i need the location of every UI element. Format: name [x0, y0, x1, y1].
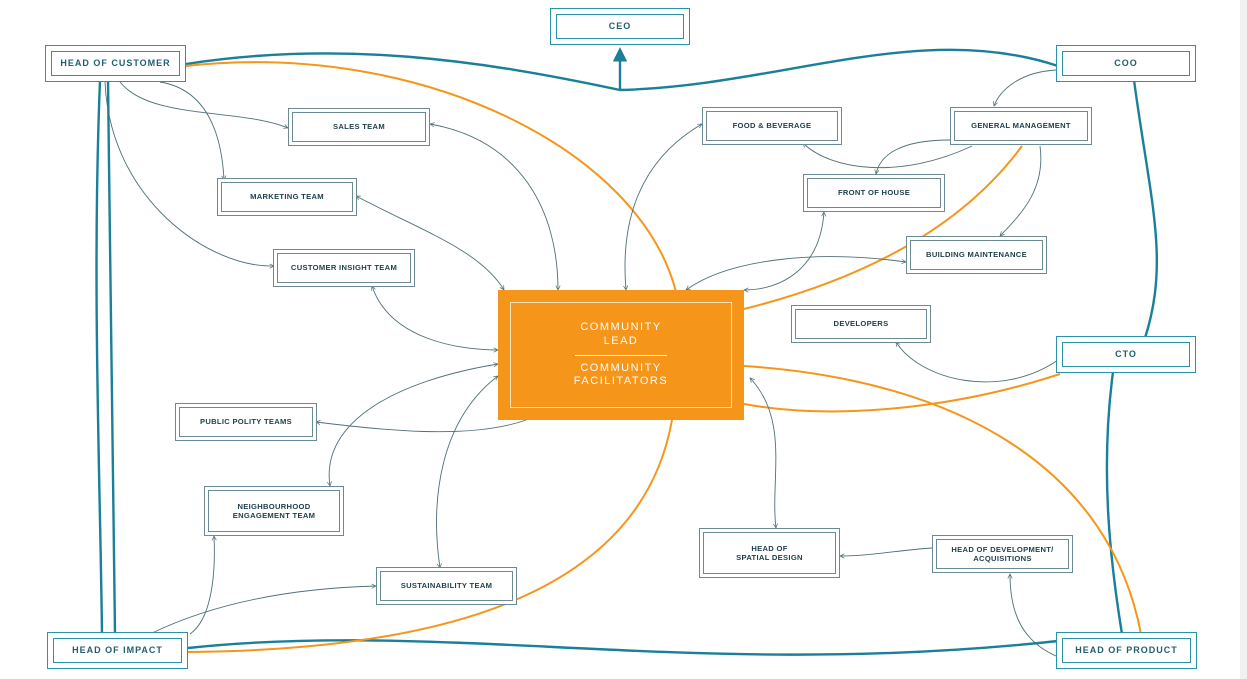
building-maintenance-label: BUILDING MAINTENANCE	[926, 250, 1027, 260]
loop-top-right	[619, 48, 1059, 92]
coo-node[interactable]: COO	[1056, 45, 1196, 82]
orange-cto-center	[743, 373, 1061, 413]
neighbourhood-engagement-team-node[interactable]: NEIGHBOURHOOD ENGAGEMENT TEAM	[204, 486, 344, 536]
arrow-gm-building	[1000, 145, 1042, 236]
center-divider	[575, 354, 667, 356]
developers-node[interactable]: DEVELOPERS	[791, 305, 931, 343]
ceo-node[interactable]: CEO	[550, 8, 690, 45]
front-of-house-node[interactable]: FRONT OF HOUSE	[803, 174, 945, 212]
arrow-center-neighbourhood	[329, 364, 498, 486]
arrow-center-polity	[316, 419, 527, 433]
loop-left-outer	[95, 79, 104, 635]
public-polity-teams-label: PUBLIC POLITY TEAMS	[199, 417, 293, 427]
sustainability-team-label: SUSTAINABILITY TEAM	[400, 581, 493, 591]
head-of-development-acquisitions-node[interactable]: HEAD OF DEVELOPMENT/ ACQUISITIONS	[932, 535, 1073, 573]
arrow-customer-marketing	[159, 81, 224, 180]
cto-node[interactable]: CTO	[1056, 336, 1196, 373]
arrow-center-spatial	[750, 378, 776, 528]
head-of-spatial-design-label: HEAD OF SPATIAL DESIGN	[736, 543, 803, 562]
food-beverage-label: FOOD & BEVERAGE	[732, 121, 812, 131]
ceo-label: CEO	[608, 20, 632, 31]
arrow-customer-insight	[104, 81, 274, 266]
leadership-loop	[95, 47, 1159, 656]
front-of-house-label: FRONT OF HOUSE	[837, 188, 911, 198]
head-of-development-acquisitions-label: HEAD OF DEVELOPMENT/ ACQUISITIONS	[951, 544, 1054, 563]
sales-team-label: SALES TEAM	[333, 122, 385, 132]
marketing-team-label: MARKETING TEAM	[250, 192, 324, 202]
head-of-impact-label: HEAD OF IMPACT	[72, 644, 163, 655]
coo-label: COO	[1114, 57, 1138, 68]
head-of-customer-node[interactable]: HEAD OF CUSTOMER	[45, 45, 186, 82]
public-polity-teams-node[interactable]: PUBLIC POLITY TEAMS	[175, 403, 317, 441]
arrow-gm-food	[803, 143, 973, 169]
loop-top-left	[185, 52, 621, 92]
building-maintenance-node[interactable]: BUILDING MAINTENANCE	[906, 236, 1047, 274]
arrow-product-devacq	[1010, 574, 1057, 657]
developers-label: DEVELOPERS	[833, 319, 889, 329]
community-lead-node[interactable]: COMMUNITY LEAD COMMUNITY FACILITATORS	[498, 290, 744, 420]
arrow-marketing-center	[356, 195, 504, 290]
arrow-fronthouse-center	[744, 212, 824, 290]
head-of-spatial-design-node[interactable]: HEAD OF SPATIAL DESIGN	[699, 528, 840, 578]
community-lead-label: COMMUNITY LEAD	[580, 321, 662, 347]
arrow-gm-fronthouse	[876, 139, 951, 174]
arrow-sales-center	[430, 124, 558, 290]
customer-insight-team-label: CUSTOMER INSIGHT TEAM	[290, 263, 398, 273]
head-of-impact-node[interactable]: HEAD OF IMPACT	[47, 632, 188, 669]
general-management-label: GENERAL MANAGEMENT	[971, 121, 1071, 131]
head-of-product-node[interactable]: HEAD OF PRODUCT	[1056, 632, 1197, 669]
head-of-customer-label: HEAD OF CUSTOMER	[60, 57, 171, 68]
arrow-devacq-spatial	[840, 547, 933, 556]
arrow-coo-gm	[994, 69, 1057, 106]
food-beverage-node[interactable]: FOOD & BEVERAGE	[702, 107, 842, 145]
loop-right-lower	[1105, 371, 1124, 635]
loop-right-upper	[1132, 79, 1159, 339]
scrollbar[interactable]	[1240, 0, 1247, 679]
team-connectors	[104, 69, 1059, 657]
cto-label: CTO	[1115, 348, 1137, 359]
customer-insight-team-node[interactable]: CUSTOMER INSIGHT TEAM	[273, 249, 415, 287]
loop-bottom	[187, 639, 1059, 656]
arrow-impact-neighbourhood	[189, 536, 214, 635]
arrow-cto-developers	[896, 342, 1059, 383]
head-of-product-label: HEAD OF PRODUCT	[1075, 644, 1178, 655]
general-management-node[interactable]: GENERAL MANAGEMENT	[950, 107, 1092, 145]
marketing-team-node[interactable]: MARKETING TEAM	[217, 178, 357, 216]
arrow-customer-sales	[119, 81, 288, 128]
neighbourhood-engagement-team-label: NEIGHBOURHOOD ENGAGEMENT TEAM	[232, 501, 316, 520]
community-facilitators-label: COMMUNITY FACILITATORS	[573, 361, 669, 388]
arrow-insight-center	[372, 286, 498, 350]
orange-product-center	[743, 365, 1142, 635]
orange-gm-center	[743, 145, 1023, 310]
orange-impact-center	[187, 419, 673, 653]
arrow-impact-sustainability	[149, 586, 376, 635]
arrow-food-center	[625, 124, 702, 290]
sales-team-node[interactable]: SALES TEAM	[288, 108, 430, 146]
sustainability-team-node[interactable]: SUSTAINABILITY TEAM	[376, 567, 517, 605]
arrow-building-center	[686, 256, 906, 290]
loop-left-inner	[106, 79, 117, 635]
arrow-center-sustainability	[436, 376, 498, 568]
